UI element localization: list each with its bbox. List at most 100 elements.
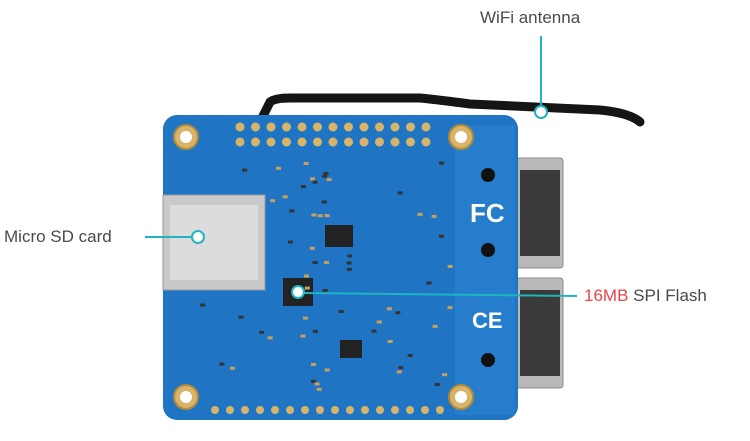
gpio-pin <box>235 137 245 147</box>
smd-part <box>219 362 225 366</box>
bottom-pin <box>361 406 369 414</box>
smd-part <box>311 379 317 383</box>
smd-part <box>438 234 444 238</box>
smd-part <box>312 261 318 265</box>
bottom-pin <box>376 406 384 414</box>
smd-part <box>270 199 276 203</box>
wifi-callout-dot <box>534 105 548 119</box>
gpio-pin <box>375 122 384 132</box>
gpio-pin <box>406 122 415 132</box>
smd-part <box>312 180 318 184</box>
smd-part <box>303 274 309 278</box>
smd-part <box>396 370 402 374</box>
spi-flash-label: 16MB SPI Flash <box>584 286 707 306</box>
smd-part <box>324 214 330 218</box>
gpio-header <box>211 122 444 414</box>
smd-part <box>323 260 329 264</box>
gpio-pin <box>344 122 353 132</box>
smd-part <box>317 214 323 218</box>
ce-mark: CE <box>472 308 503 333</box>
smd-part <box>314 382 320 386</box>
smd-part <box>282 195 288 199</box>
smd-part <box>395 311 401 315</box>
smd-part <box>322 174 328 178</box>
smd-part <box>386 307 392 311</box>
smd-part <box>387 339 393 343</box>
gpio-pin <box>313 122 322 132</box>
smd-part <box>346 261 352 265</box>
gpio-pin <box>235 122 245 132</box>
smd-part <box>397 191 403 195</box>
smd-part <box>267 336 273 340</box>
gpio-pin <box>297 122 307 132</box>
gpio-pin <box>359 122 369 132</box>
bottom-pin <box>211 406 219 414</box>
wifi-antenna-label: WiFi antenna <box>480 8 581 27</box>
smd-part <box>442 373 448 377</box>
gpio-pin <box>297 137 307 147</box>
gpio-pin <box>390 122 400 132</box>
flash-callout-line <box>303 292 578 297</box>
smd-part <box>303 316 309 320</box>
smd-part <box>417 212 423 216</box>
smd-part <box>434 383 440 387</box>
gpio-pin <box>313 137 322 147</box>
smd-part <box>322 288 328 292</box>
smd-components <box>200 161 453 391</box>
wifi-antenna-cable <box>257 93 645 127</box>
smd-part <box>309 246 315 250</box>
smd-part <box>312 329 318 333</box>
fcc-mark: FC <box>470 198 505 228</box>
smd-part <box>238 315 244 319</box>
smd-part <box>200 303 206 307</box>
smd-part <box>321 200 327 204</box>
gpio-pin <box>390 137 400 147</box>
smd-part <box>346 267 352 271</box>
bottom-pin <box>391 406 399 414</box>
usb-ports <box>504 157 564 389</box>
smd-part <box>447 306 453 310</box>
smd-part <box>326 178 332 182</box>
gpio-pin <box>328 137 338 147</box>
gpio-pin <box>421 122 431 132</box>
gpio-pin <box>328 122 338 132</box>
bottom-pin <box>346 406 354 414</box>
smd-part <box>316 387 322 391</box>
bottom-pin <box>226 406 234 414</box>
micro-sd-slot <box>162 194 266 291</box>
smd-part <box>289 209 295 213</box>
gpio-pin <box>344 137 353 147</box>
smd-part <box>310 177 316 181</box>
smd-part <box>259 330 265 334</box>
smd-part <box>376 320 382 324</box>
smd-part <box>303 161 309 165</box>
smd-part <box>324 368 330 372</box>
smd-part <box>300 334 306 338</box>
smd-part <box>287 240 293 244</box>
bottom-pin <box>316 406 324 414</box>
bottom-pin <box>241 406 249 414</box>
smd-part <box>431 214 437 218</box>
bottom-pin <box>286 406 294 414</box>
smd-part <box>432 324 438 328</box>
flash-callout-dot <box>291 285 305 299</box>
gpio-pin <box>282 122 291 132</box>
micro-sd-label: Micro SD card <box>4 227 112 246</box>
smd-part <box>407 353 413 357</box>
smd-part <box>439 161 445 165</box>
smd-part <box>323 171 329 175</box>
smd-part <box>276 166 282 170</box>
bottom-pin <box>256 406 264 414</box>
smd-part <box>338 310 344 314</box>
flash-type: SPI Flash <box>633 286 707 305</box>
gpio-pin <box>266 122 276 132</box>
smd-part <box>447 264 453 268</box>
smd-part <box>230 366 236 370</box>
bottom-pin <box>271 406 279 414</box>
gpio-pin <box>359 137 369 147</box>
sd-callout-dot <box>191 230 205 244</box>
gpio-pin <box>375 137 384 147</box>
bottom-pin <box>406 406 414 414</box>
smd-part <box>426 281 432 285</box>
